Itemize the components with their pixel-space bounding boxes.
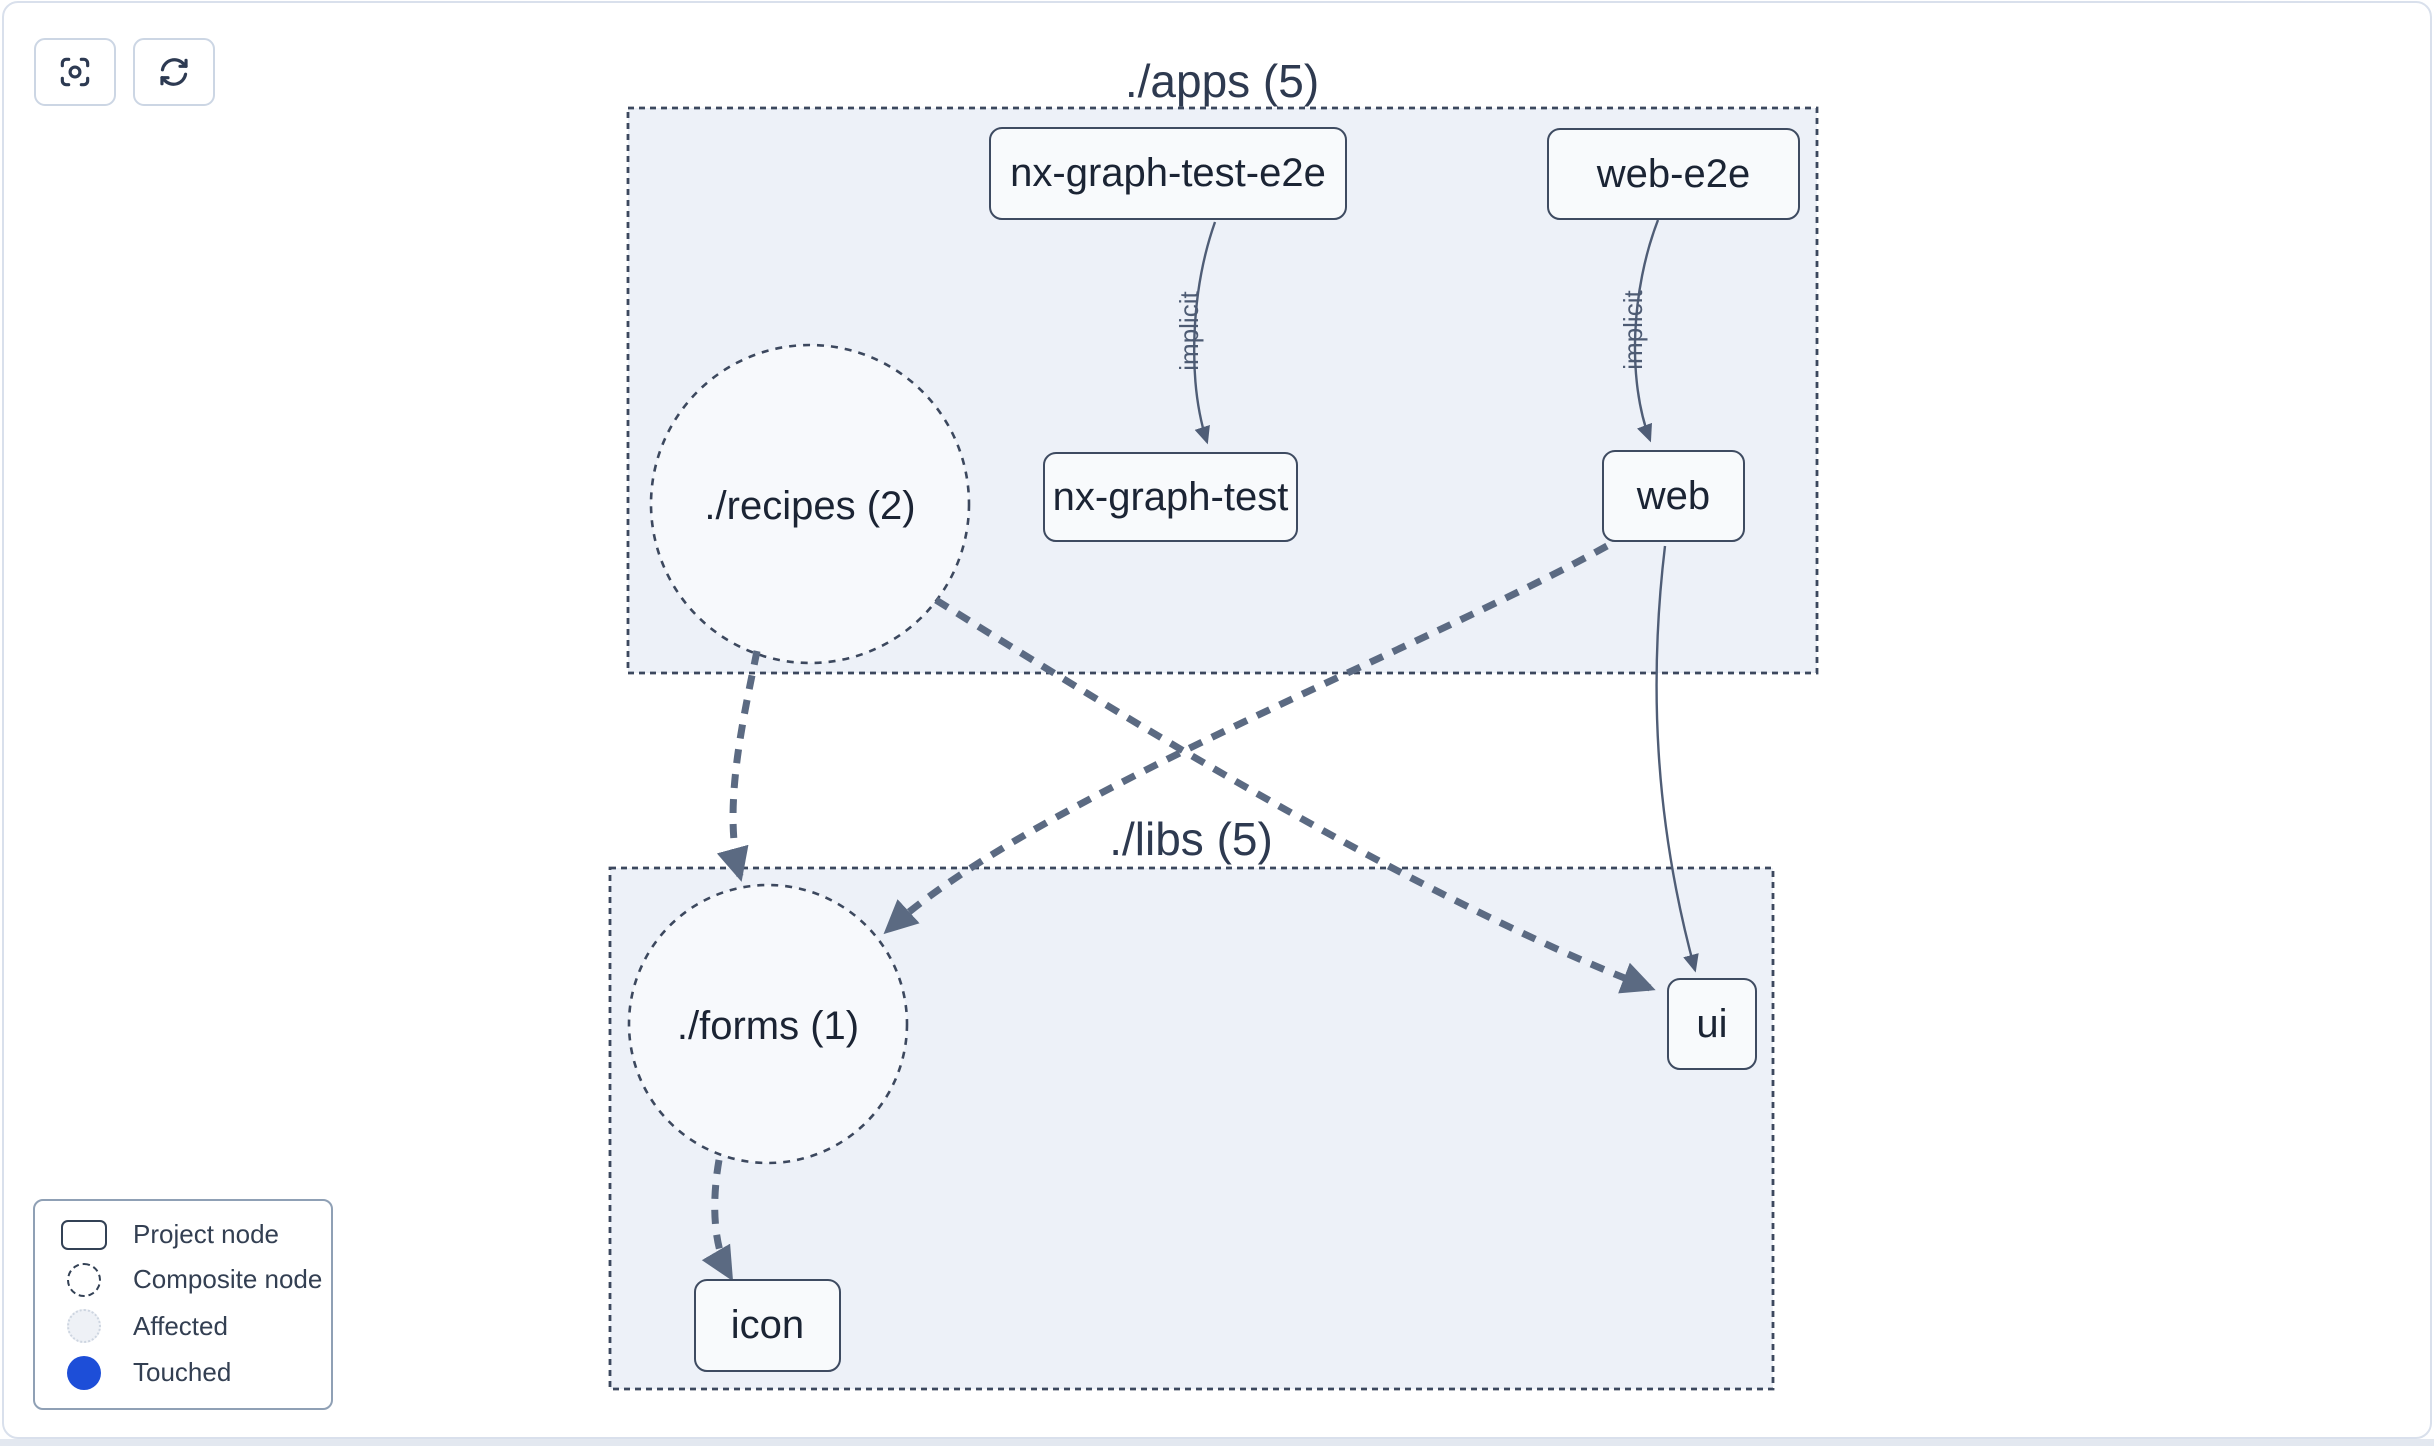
node-web[interactable]: web — [1602, 450, 1745, 542]
touched-swatch-icon — [35, 1355, 133, 1390]
edge-label-implicit-2: implicit — [1618, 290, 1648, 370]
node-ui[interactable]: ui — [1667, 978, 1757, 1070]
node-nx-graph-test[interactable]: nx-graph-test — [1043, 452, 1298, 542]
project-node-swatch-icon — [35, 1219, 133, 1250]
legend-label: Affected — [133, 1310, 228, 1341]
edge-web-e2e-to-web — [1633, 219, 1660, 443]
edge-forms-to-icon — [701, 1159, 734, 1282]
composite-node-forms-label: ./forms (1) — [677, 1004, 859, 1048]
edge-web-to-ui — [1655, 545, 1699, 973]
composite-node-swatch-icon — [35, 1262, 133, 1297]
legend-label: Composite node — [133, 1264, 323, 1295]
legend-row-touched: Touched — [35, 1355, 331, 1390]
focus-button[interactable] — [34, 38, 116, 106]
legend-row-composite-node: Composite node — [35, 1262, 331, 1297]
node-nx-graph-test-e2e[interactable]: nx-graph-test-e2e — [989, 127, 1347, 220]
focus-icon — [56, 53, 94, 91]
legend-row-project-node: Project node — [35, 1219, 331, 1250]
edge-web-to-forms — [883, 542, 1609, 935]
affected-swatch-icon — [35, 1309, 133, 1344]
legend-row-affected: Affected — [35, 1309, 331, 1344]
toolbar — [34, 38, 215, 106]
node-icon[interactable]: icon — [694, 1279, 841, 1372]
group-apps-title: ./apps (5) — [1124, 55, 1320, 107]
legend-label: Touched — [133, 1357, 232, 1388]
composite-node-recipes-label: ./recipes (2) — [704, 484, 915, 528]
group-libs-title: ./libs (5) — [1109, 813, 1273, 865]
composite-node-forms[interactable] — [627, 883, 909, 1165]
legend: Project node Composite node Affected Tou… — [33, 1199, 333, 1410]
refresh-icon — [155, 53, 193, 91]
bottom-strip — [0, 1439, 2434, 1446]
edge-recipes-to-forms — [716, 650, 761, 882]
edge-label-implicit-1: implicit — [1174, 291, 1204, 371]
edge-recipes-to-ui — [934, 597, 1656, 994]
composite-node-recipes[interactable] — [649, 343, 971, 665]
refresh-button[interactable] — [133, 38, 215, 106]
legend-label: Project node — [133, 1219, 279, 1250]
edge-nx-graph-test-e2e-to-nx-graph-test — [1192, 221, 1217, 445]
node-web-e2e[interactable]: web-e2e — [1547, 128, 1800, 220]
